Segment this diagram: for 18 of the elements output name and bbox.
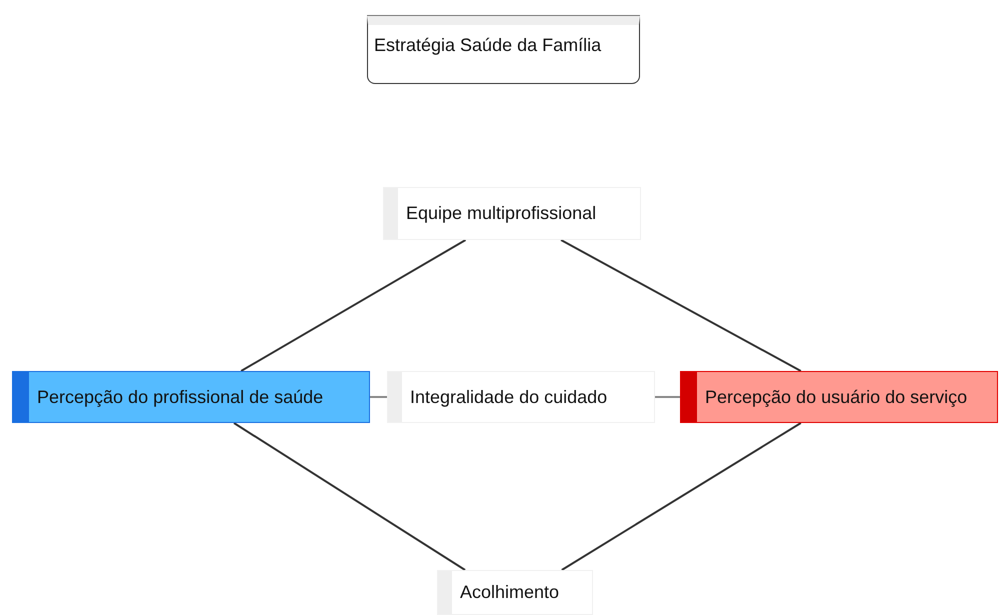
topic-box: [12, 371, 370, 423]
topic-box: [387, 371, 655, 423]
node-label: Percepção do usuário do serviço: [705, 386, 968, 408]
node-label: Percepção do profissional de saúde: [37, 386, 324, 408]
connector-line: [561, 422, 802, 571]
topic-box: [680, 371, 998, 423]
connector-line: [240, 239, 466, 372]
node-label: Equipe multiprofissional: [406, 203, 596, 224]
title-box: [367, 16, 640, 84]
connector-line: [655, 396, 680, 398]
topic-box: [437, 570, 593, 615]
node-label: Integralidade do cuidado: [410, 386, 608, 408]
node-label: Acolhimento: [460, 582, 560, 603]
node-label: Estratégia Saúde da Família: [374, 35, 602, 56]
connector-line: [560, 239, 802, 372]
connector-line: [233, 422, 466, 571]
topic-box: [383, 187, 641, 240]
connector-line: [370, 396, 387, 398]
